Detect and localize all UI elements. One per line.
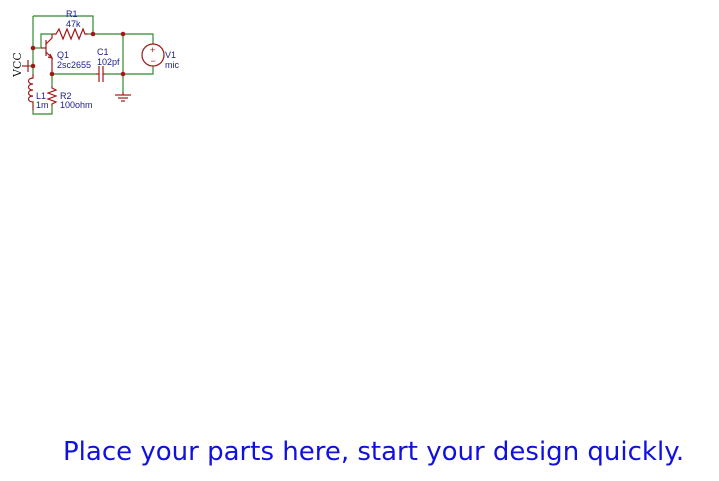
voltage-source-v1[interactable]: + − V1 mic — [141, 43, 179, 70]
junction-dot — [120, 31, 126, 37]
junction-dot — [30, 63, 36, 69]
r2-ref: R2 — [60, 91, 72, 101]
v1-value: mic — [165, 60, 179, 70]
vcc-label: VCC — [11, 52, 24, 78]
vcc-power-symbol[interactable]: VCC — [11, 52, 29, 78]
inductor-l1[interactable]: L1 1m — [27, 74, 49, 110]
svg-text:+: + — [150, 45, 155, 55]
c1-ref: C1 — [97, 47, 109, 57]
c1-value: 102pf — [97, 57, 120, 67]
junction-dot — [90, 31, 96, 37]
svg-text:−: − — [151, 56, 156, 66]
r1-value: 47k — [66, 19, 81, 29]
v1-ref: V1 — [165, 50, 176, 60]
junction-dot — [30, 45, 36, 51]
l1-ref: L1 — [36, 91, 46, 101]
r1-ref: R1 — [66, 9, 78, 19]
resistor-r2[interactable]: R2 100ohm — [46, 86, 93, 110]
junction-dot — [120, 71, 126, 77]
junctions — [30, 31, 126, 77]
resistor-r1[interactable]: R1 47k — [53, 9, 88, 41]
transistor-q1[interactable]: Q1 2sc2655 — [41, 34, 91, 74]
junction-dot — [49, 71, 55, 77]
l1-value: 1m — [36, 100, 49, 110]
q1-value: 2sc2655 — [57, 60, 91, 70]
q1-ref: Q1 — [57, 50, 69, 60]
ground-symbol[interactable] — [115, 92, 131, 102]
canvas-hint-text: Place your parts here, start your design… — [63, 437, 685, 467]
r2-value: 100ohm — [60, 100, 93, 110]
capacitor-c1[interactable]: C1 102pf — [96, 47, 120, 82]
